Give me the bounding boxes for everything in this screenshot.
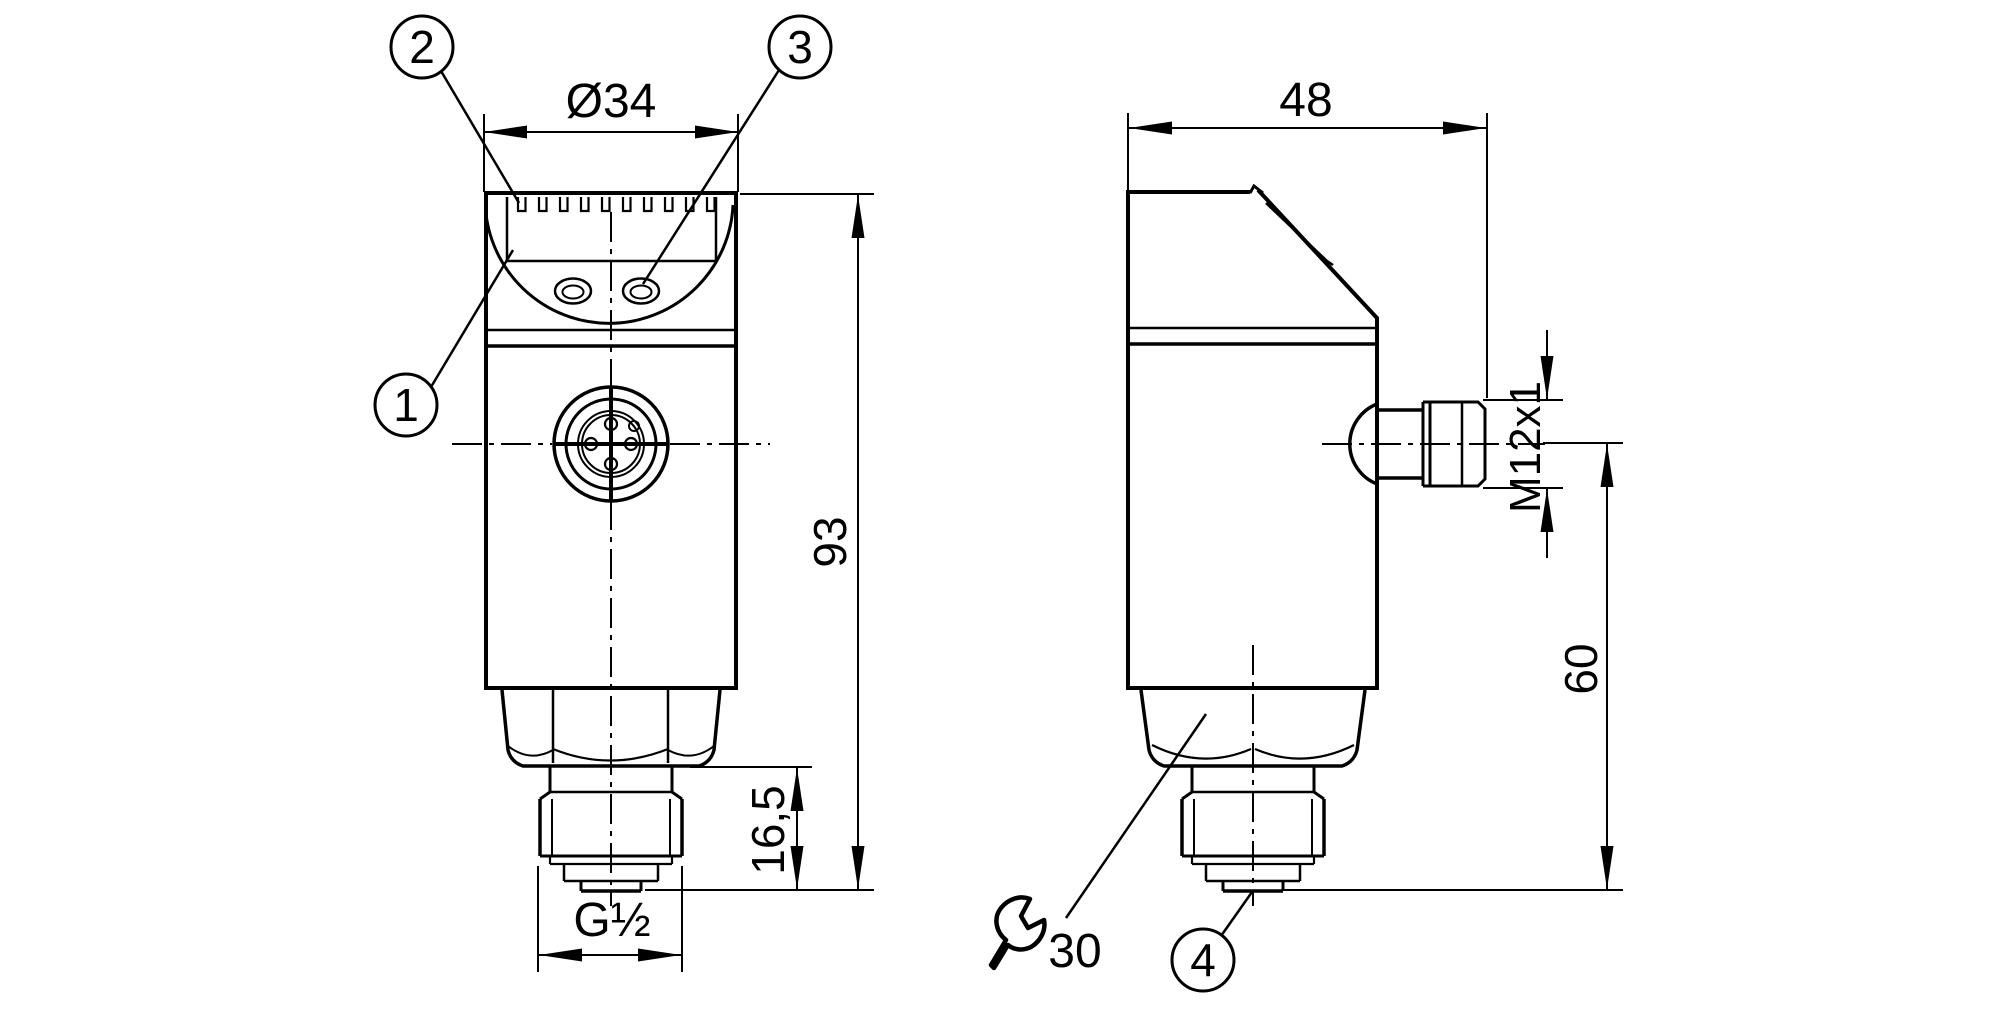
- side-view: [1126, 183, 1545, 906]
- callout-4-number: 4: [1190, 934, 1216, 986]
- dimension-thread-length: 16,5: [690, 766, 812, 889]
- pushbutton-left-inner: [561, 284, 585, 300]
- connector-cross-mark: [554, 387, 668, 501]
- side-display-strip: [1265, 202, 1334, 267]
- front-teeth-row: [516, 197, 716, 213]
- callout-3-number: 3: [787, 21, 813, 73]
- pushbutton-right-inner: [629, 284, 653, 300]
- front-body-outline: [484, 191, 738, 690]
- callout-2-number: 2: [409, 21, 435, 73]
- callout-3-leader: [641, 69, 781, 285]
- side-body-outline: [1126, 188, 1379, 690]
- callout-3-circle: [767, 14, 833, 80]
- wrench-icon: [988, 895, 1047, 971]
- dimension-depth: 48: [1127, 74, 1488, 398]
- dimension-diameter: Ø34: [483, 75, 739, 192]
- front-bezel-arc: [484, 204, 735, 325]
- connector-keying-notch: [628, 420, 640, 432]
- process-connection-label: G½: [573, 894, 650, 947]
- side-display-lip: [1248, 183, 1264, 195]
- front-pushbuttons: [553, 277, 661, 305]
- dimension-install-height: 60: [1283, 442, 1623, 891]
- dimension-height: 93: [645, 193, 874, 891]
- front-connector-face: [552, 385, 670, 503]
- callout-2-circle: [389, 14, 455, 80]
- callout-1-circle: [373, 372, 439, 438]
- install-height-label: 60: [1555, 643, 1607, 694]
- pushbutton-right: [621, 277, 661, 305]
- front-view: [452, 191, 770, 906]
- thread-length-label: 16,5: [742, 785, 794, 875]
- side-connector: [1348, 400, 1487, 488]
- callout-4: 4: [1170, 891, 1254, 993]
- wrench-leader: [1064, 713, 1208, 919]
- dimension-process-connection: G½: [537, 866, 683, 972]
- callout-1-number: 1: [393, 379, 419, 431]
- diameter-label: Ø34: [566, 75, 657, 128]
- callout-4-circle: [1170, 927, 1236, 993]
- callout-1: 1: [373, 249, 515, 438]
- callout-annotations: 1 2 3 4: [373, 14, 1254, 993]
- callout-3: 3: [641, 14, 833, 285]
- callout-1-leader: [429, 249, 515, 388]
- callout-2-leader: [439, 70, 521, 204]
- wrench-annotation: 30: [988, 713, 1208, 978]
- depth-label: 48: [1279, 74, 1332, 127]
- wrench-size-label: 30: [1048, 925, 1101, 978]
- dimension-connector-thread: M12x1: [1483, 330, 1563, 558]
- connector-thread-label: M12x1: [1501, 381, 1550, 513]
- dimension-annotations: Ø34 93 16,5 G½ 48: [483, 74, 1623, 972]
- callout-4-leader: [1219, 891, 1254, 937]
- pushbutton-left: [553, 277, 593, 305]
- height-label: 93: [804, 516, 856, 567]
- callout-2: 2: [389, 14, 521, 204]
